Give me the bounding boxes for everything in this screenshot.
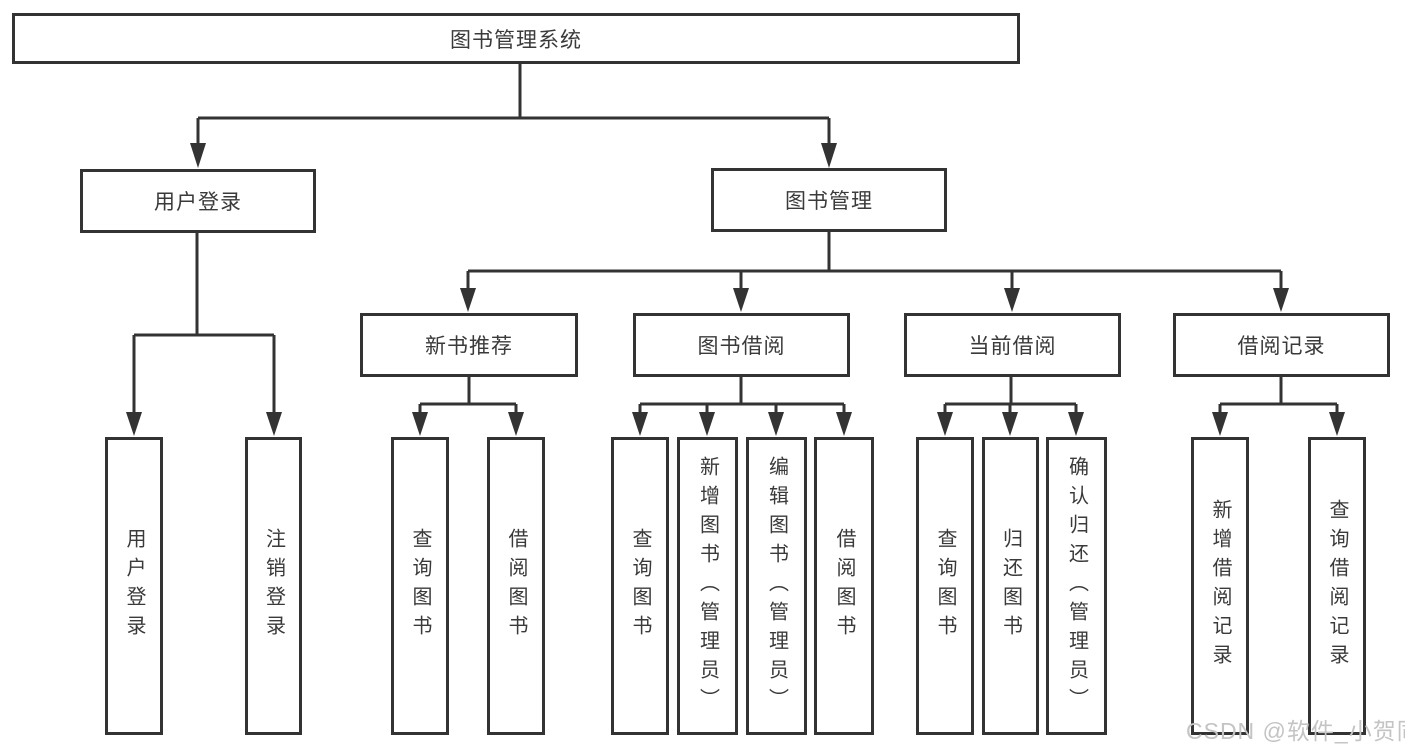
- connector-current-borrowing-to-leaves: [943, 377, 1078, 416]
- leaf-return-book: 归还图书: [982, 437, 1039, 735]
- leaf-add-borrow-record: 新增借阅记录: [1191, 437, 1249, 735]
- connector-new-book-recommend-to-leaves: [418, 377, 518, 416]
- node-user-login: 用户登录: [80, 169, 316, 233]
- node-borrowing-records: 借阅记录: [1173, 313, 1390, 377]
- leaf-confirm-return-admin: 确认归还（管理员）: [1046, 437, 1107, 735]
- leaf-query-borrow-record: 查询借阅记录: [1308, 437, 1366, 735]
- leaf-borrow-book: 借阅图书: [814, 437, 874, 735]
- leaf-query-book-borrowing: 查询图书: [611, 437, 669, 735]
- csdn-watermark: CSDN @软件_小贺同学: [1186, 718, 1405, 744]
- leaf-query-book-current: 查询图书: [916, 437, 974, 735]
- leaf-edit-book-admin: 编辑图书（管理员）: [746, 437, 807, 735]
- connector-book-borrowing-to-leaves: [638, 377, 846, 416]
- connector-root-to-level2: [196, 63, 831, 146]
- leaf-borrow-book-recommend: 借阅图书: [487, 437, 545, 735]
- connector-user-login-to-leaves: [132, 232, 276, 414]
- arrow-down-icon: [126, 143, 1345, 436]
- connector-borrowing-records-to-leaves: [1218, 377, 1339, 416]
- node-current-borrowing: 当前借阅: [904, 313, 1121, 377]
- leaf-user-login: 用户登录: [105, 437, 163, 735]
- leaf-query-book-recommend: 查询图书: [391, 437, 449, 735]
- connector-book-management-to-level3: [466, 232, 1283, 291]
- node-book-borrowing: 图书借阅: [633, 313, 850, 377]
- node-new-book-recommend: 新书推荐: [360, 313, 578, 377]
- node-system-root: 图书管理系统: [12, 13, 1020, 64]
- node-book-management: 图书管理: [711, 168, 947, 232]
- leaf-logout: 注销登录: [245, 437, 302, 735]
- leaf-add-book-admin: 新增图书（管理员）: [677, 437, 738, 735]
